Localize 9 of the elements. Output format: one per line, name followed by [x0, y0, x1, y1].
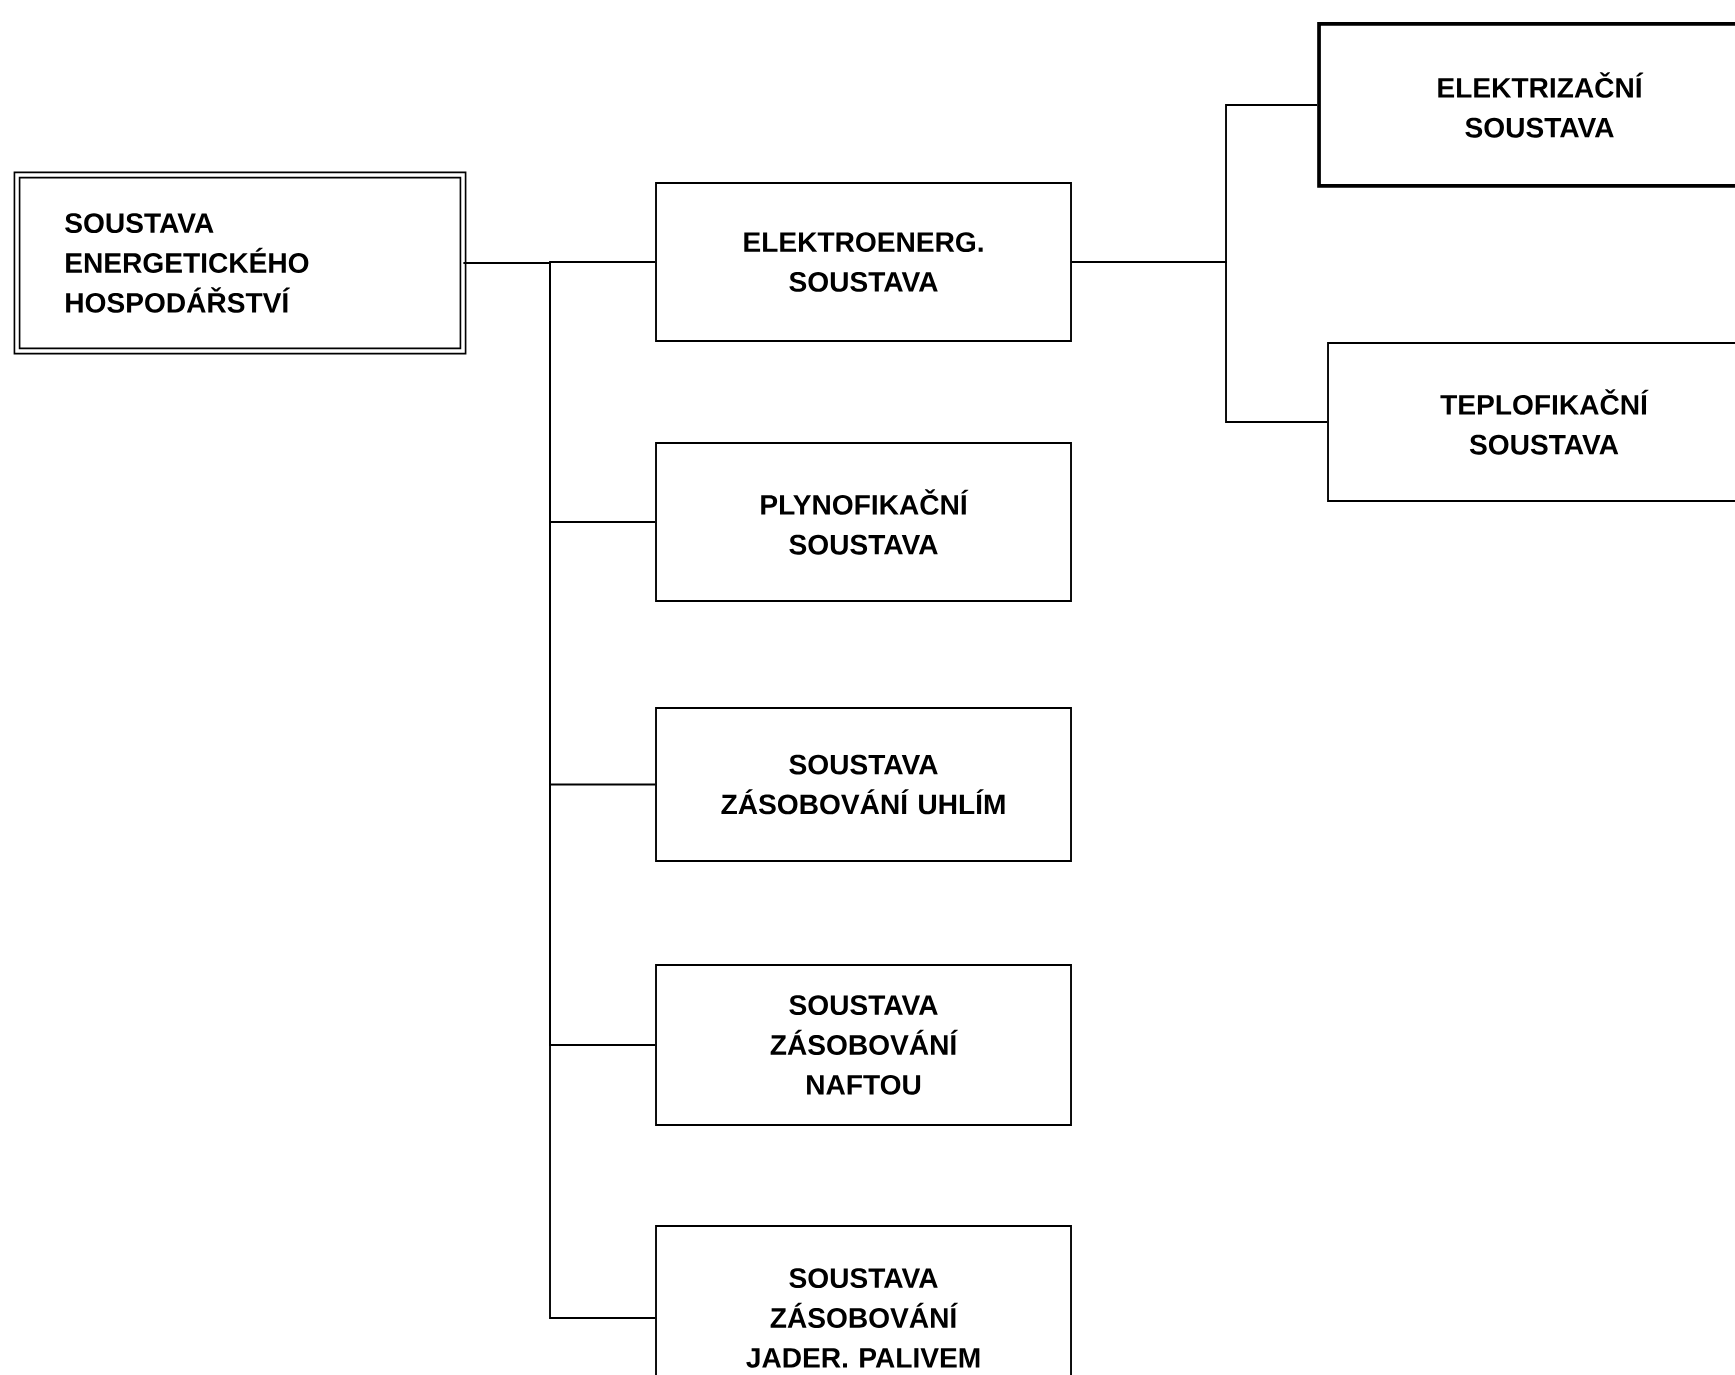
system-box: PLYNOFIKAČNÍ SOUSTAVA — [655, 442, 1072, 602]
system-box: ELEKTRIZAČNÍ SOUSTAVA — [1317, 22, 1735, 188]
system-box: ELEKTROENERG. SOUSTAVA — [655, 182, 1072, 342]
system-box: SOUSTAVA ZÁSOBOVÁNÍ JADER. PALIVEM — [655, 1225, 1072, 1375]
system-box: SOUSTAVA ZÁSOBOVÁNÍ NAFTOU — [655, 964, 1072, 1126]
system-box: TEPLOFIKAČNÍ SOUSTAVA — [1327, 342, 1735, 502]
main-system-box: SOUSTAVA ENERGETICKÉHO HOSPODÁŘSTVÍ — [13, 171, 467, 355]
system-box: SOUSTAVA ZÁSOBOVÁNÍ UHLÍM — [655, 707, 1072, 862]
connector-line — [462, 262, 656, 1319]
